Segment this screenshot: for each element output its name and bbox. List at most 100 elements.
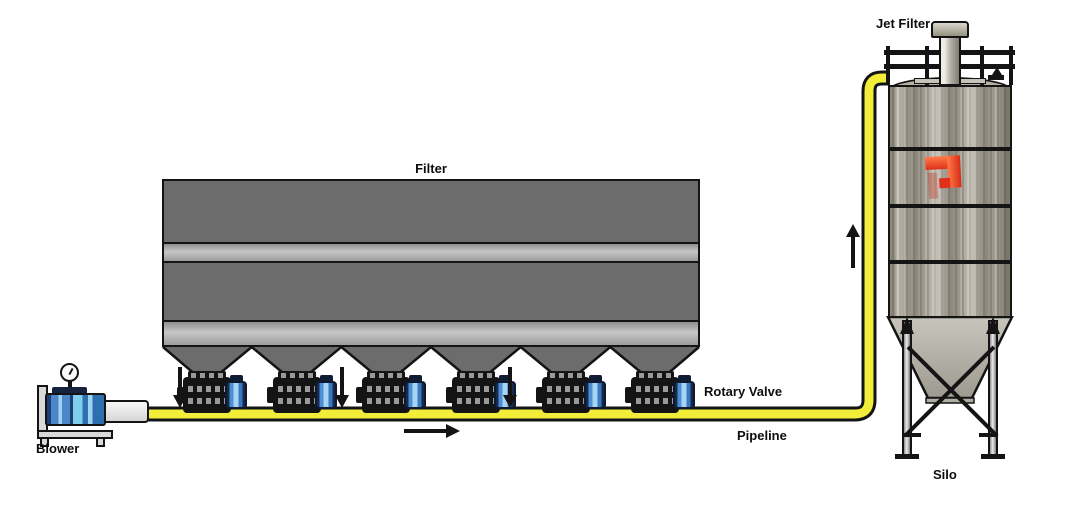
discharge-arrow-down xyxy=(335,367,349,408)
valve-detail xyxy=(367,386,406,392)
arrow-shaft xyxy=(404,429,446,433)
blower-outlet xyxy=(104,400,149,423)
valve-detail xyxy=(280,373,313,378)
blower-terminal-box xyxy=(52,387,87,396)
brace-stub xyxy=(903,433,921,437)
valve-motor-cap xyxy=(229,375,243,383)
valve-detail xyxy=(549,373,582,378)
valve-motor xyxy=(583,381,606,409)
arrow-head xyxy=(335,395,349,408)
filter-label: Filter xyxy=(415,161,447,176)
rotary-valve xyxy=(625,371,697,414)
valve-motor-cap xyxy=(409,375,423,383)
arrow-head xyxy=(846,224,860,237)
valve-detail xyxy=(459,373,492,378)
jet-filter-label: Jet Filter xyxy=(876,16,931,31)
valve-motor xyxy=(673,381,696,409)
rotary-valve xyxy=(266,371,339,414)
silo-band-line xyxy=(890,204,1010,208)
valve-detail xyxy=(456,386,495,392)
valve-body xyxy=(362,377,411,413)
valve-detail xyxy=(546,398,585,404)
valve-body xyxy=(631,377,680,413)
discharge-arrow-down xyxy=(173,367,187,408)
blower-motor xyxy=(45,393,106,426)
valve-body xyxy=(182,377,231,413)
silo-top-vent-indicator xyxy=(992,67,1002,75)
arrow-head xyxy=(173,395,187,408)
arrow-shaft xyxy=(340,367,344,395)
blower-unit xyxy=(34,362,154,452)
valve-motor-cap xyxy=(498,375,512,383)
valve-flange xyxy=(625,387,635,403)
valve-motor-cap xyxy=(588,375,602,383)
rotary-valve xyxy=(176,371,249,414)
silo-top-vent xyxy=(988,75,1004,80)
valve-detail xyxy=(636,398,675,404)
pipeline-label: Pipeline xyxy=(737,428,787,443)
valve-motor-cap xyxy=(678,375,692,383)
valve-detail xyxy=(190,373,223,378)
rotary-valve xyxy=(356,371,428,414)
silo-band-line xyxy=(890,260,1010,264)
railing-post xyxy=(925,46,929,85)
valve-detail xyxy=(187,398,226,404)
silo-leg-gusset xyxy=(900,317,914,334)
valve-detail xyxy=(367,398,406,404)
valve-detail xyxy=(456,398,495,404)
arrow-shaft xyxy=(851,236,855,268)
silo-foot xyxy=(981,454,1005,459)
filter-band xyxy=(164,320,698,345)
blower-label: Blower xyxy=(36,441,80,456)
valve-motor xyxy=(224,381,247,409)
valve-motor xyxy=(314,381,337,409)
blower-leg xyxy=(40,437,49,447)
silo-foot xyxy=(895,454,919,459)
blower-base xyxy=(37,430,113,439)
railing-post xyxy=(886,46,890,85)
arrow-head xyxy=(446,424,460,438)
pressure-gauge-icon xyxy=(60,363,79,382)
arrow-head xyxy=(503,395,517,408)
silo-label: Silo xyxy=(933,467,957,482)
silo-band-line xyxy=(890,147,1010,151)
valve-detail xyxy=(636,386,675,392)
arrow-shaft xyxy=(178,367,182,395)
filter-housing xyxy=(162,179,700,347)
valve-flange xyxy=(445,387,455,403)
valve-body xyxy=(541,377,590,413)
rotary-valve xyxy=(535,371,608,414)
riser-flow-arrow-up xyxy=(846,224,860,270)
silo-body xyxy=(888,85,1012,318)
valve-motor xyxy=(404,381,427,409)
valve-detail xyxy=(370,373,403,378)
valve-detail xyxy=(187,386,226,392)
silo-cone xyxy=(886,316,1014,404)
valve-motor-cap xyxy=(319,375,333,383)
discharge-arrow-down xyxy=(503,367,517,408)
rotary-valve-label: Rotary Valve xyxy=(704,384,783,399)
valve-detail xyxy=(277,398,316,404)
gauge-stem xyxy=(68,381,72,389)
jet-filter-cap xyxy=(931,21,969,38)
railing-post xyxy=(980,46,984,85)
blower-leg xyxy=(96,437,105,447)
valve-detail xyxy=(639,373,672,378)
pipeline-flow-arrow-right xyxy=(404,424,462,438)
gauge-needle xyxy=(68,367,74,376)
valve-flange xyxy=(535,387,545,403)
jet-filter-body xyxy=(939,36,961,86)
valve-flange xyxy=(266,387,276,403)
railing-post xyxy=(1009,46,1013,85)
valve-detail xyxy=(546,386,585,392)
valve-flange xyxy=(356,387,366,403)
silo-leg-gusset xyxy=(986,317,1000,334)
arrow-shaft xyxy=(508,367,512,395)
valve-body xyxy=(451,377,500,413)
filter-hoppers xyxy=(162,346,700,377)
valve-body xyxy=(272,377,321,413)
brace-stub xyxy=(979,433,997,437)
valve-detail xyxy=(277,386,316,392)
